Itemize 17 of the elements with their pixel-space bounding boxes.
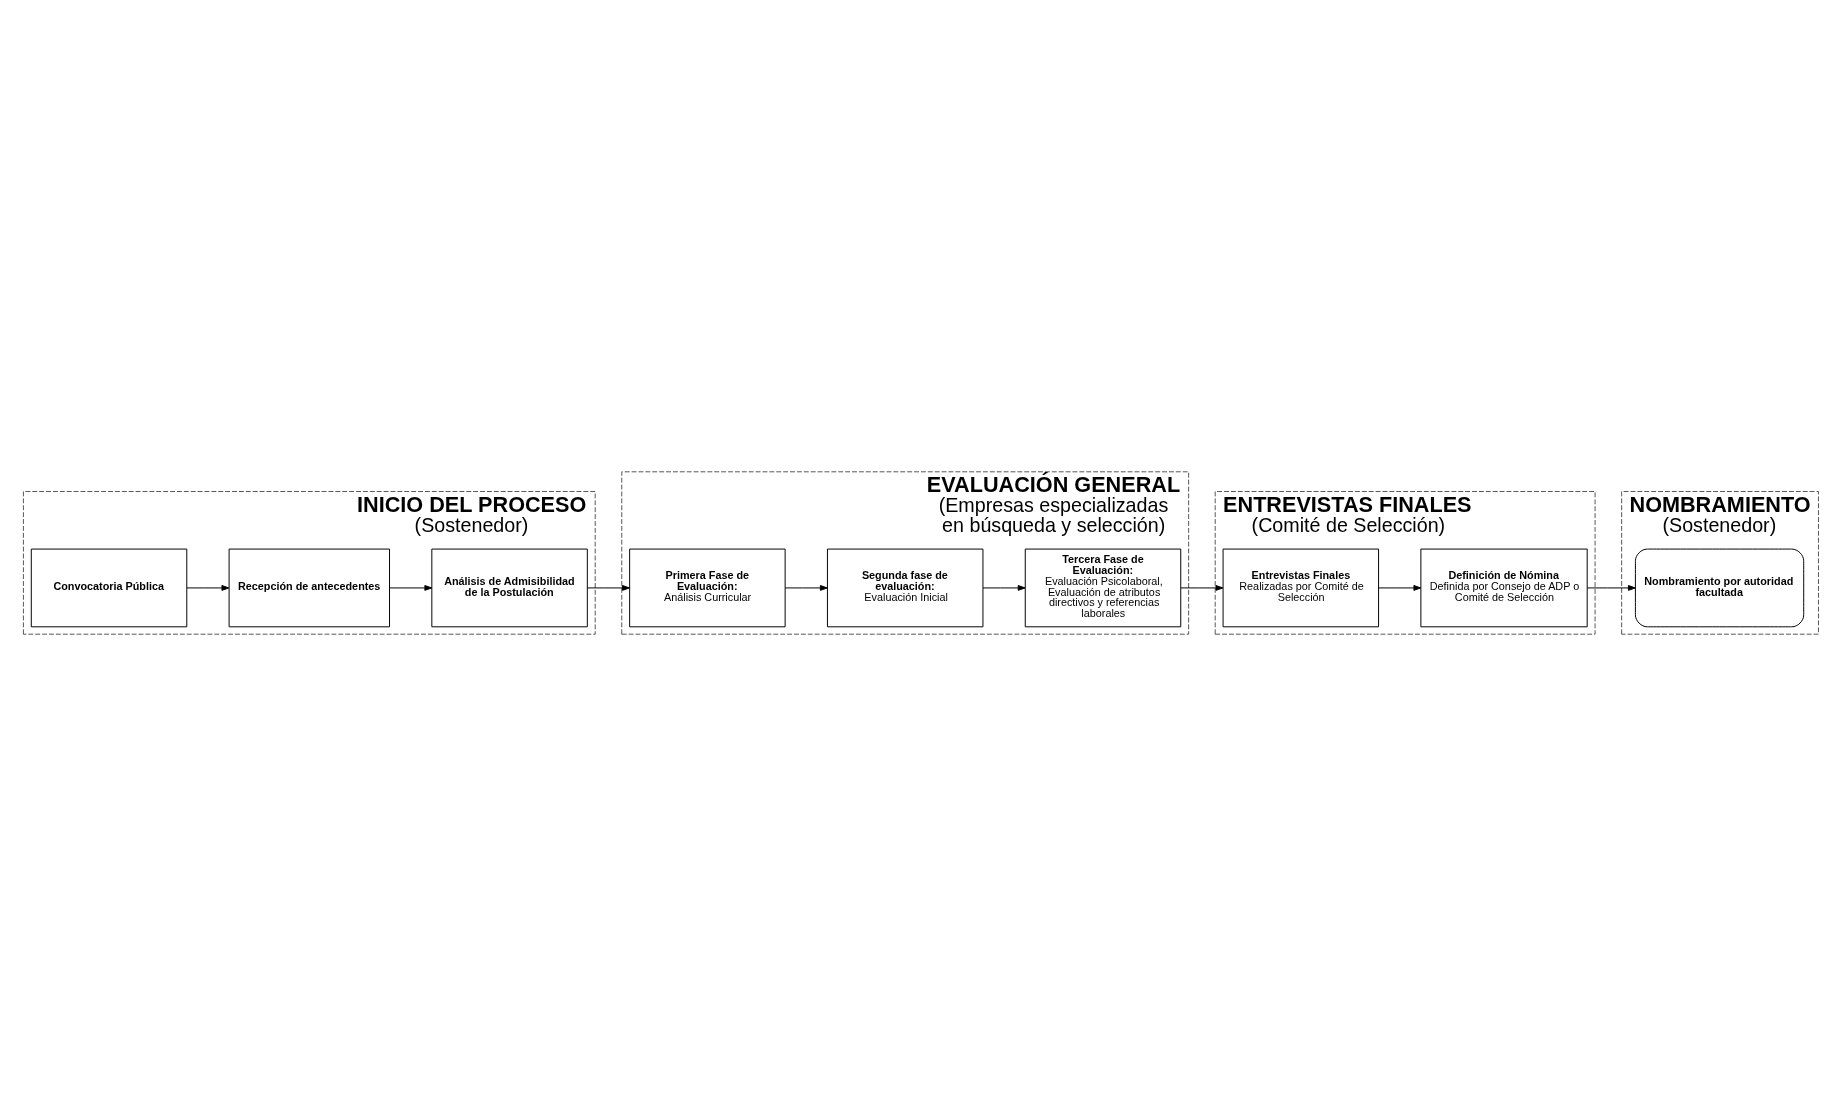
node-box: Convocatoria Pública bbox=[30, 548, 188, 628]
node-box: Análisis de Admisibilidad de la Postulación bbox=[431, 548, 588, 628]
arrow bbox=[1378, 585, 1422, 591]
node-box: Segunda fase de evaluación: Evaluación Inicial bbox=[826, 548, 984, 628]
node-box: Tercera Fase de Evaluación: Evaluación Psicolaboral, Evaluación de atributos directivos y referencias laborales bbox=[1024, 548, 1182, 628]
node-box: Definición de Nómina Definida por Consejo de ADP o Comité de Selección bbox=[1420, 548, 1588, 628]
arrow bbox=[1180, 585, 1224, 591]
node-box: Primera Fase de Evaluación: Análisis Curricular bbox=[629, 548, 786, 628]
node-box: Nombramiento por autoridad facultada bbox=[1634, 548, 1805, 628]
node-box: Entrevistas Finales Realizadas por Comité de Selección bbox=[1222, 548, 1380, 628]
arrow bbox=[784, 585, 828, 591]
arrow bbox=[186, 585, 230, 591]
arrow bbox=[982, 585, 1026, 591]
node-box: Recepción de antecedentes bbox=[228, 548, 390, 628]
arrow bbox=[586, 585, 630, 591]
arrow bbox=[389, 585, 433, 591]
arrow bbox=[1586, 585, 1636, 591]
